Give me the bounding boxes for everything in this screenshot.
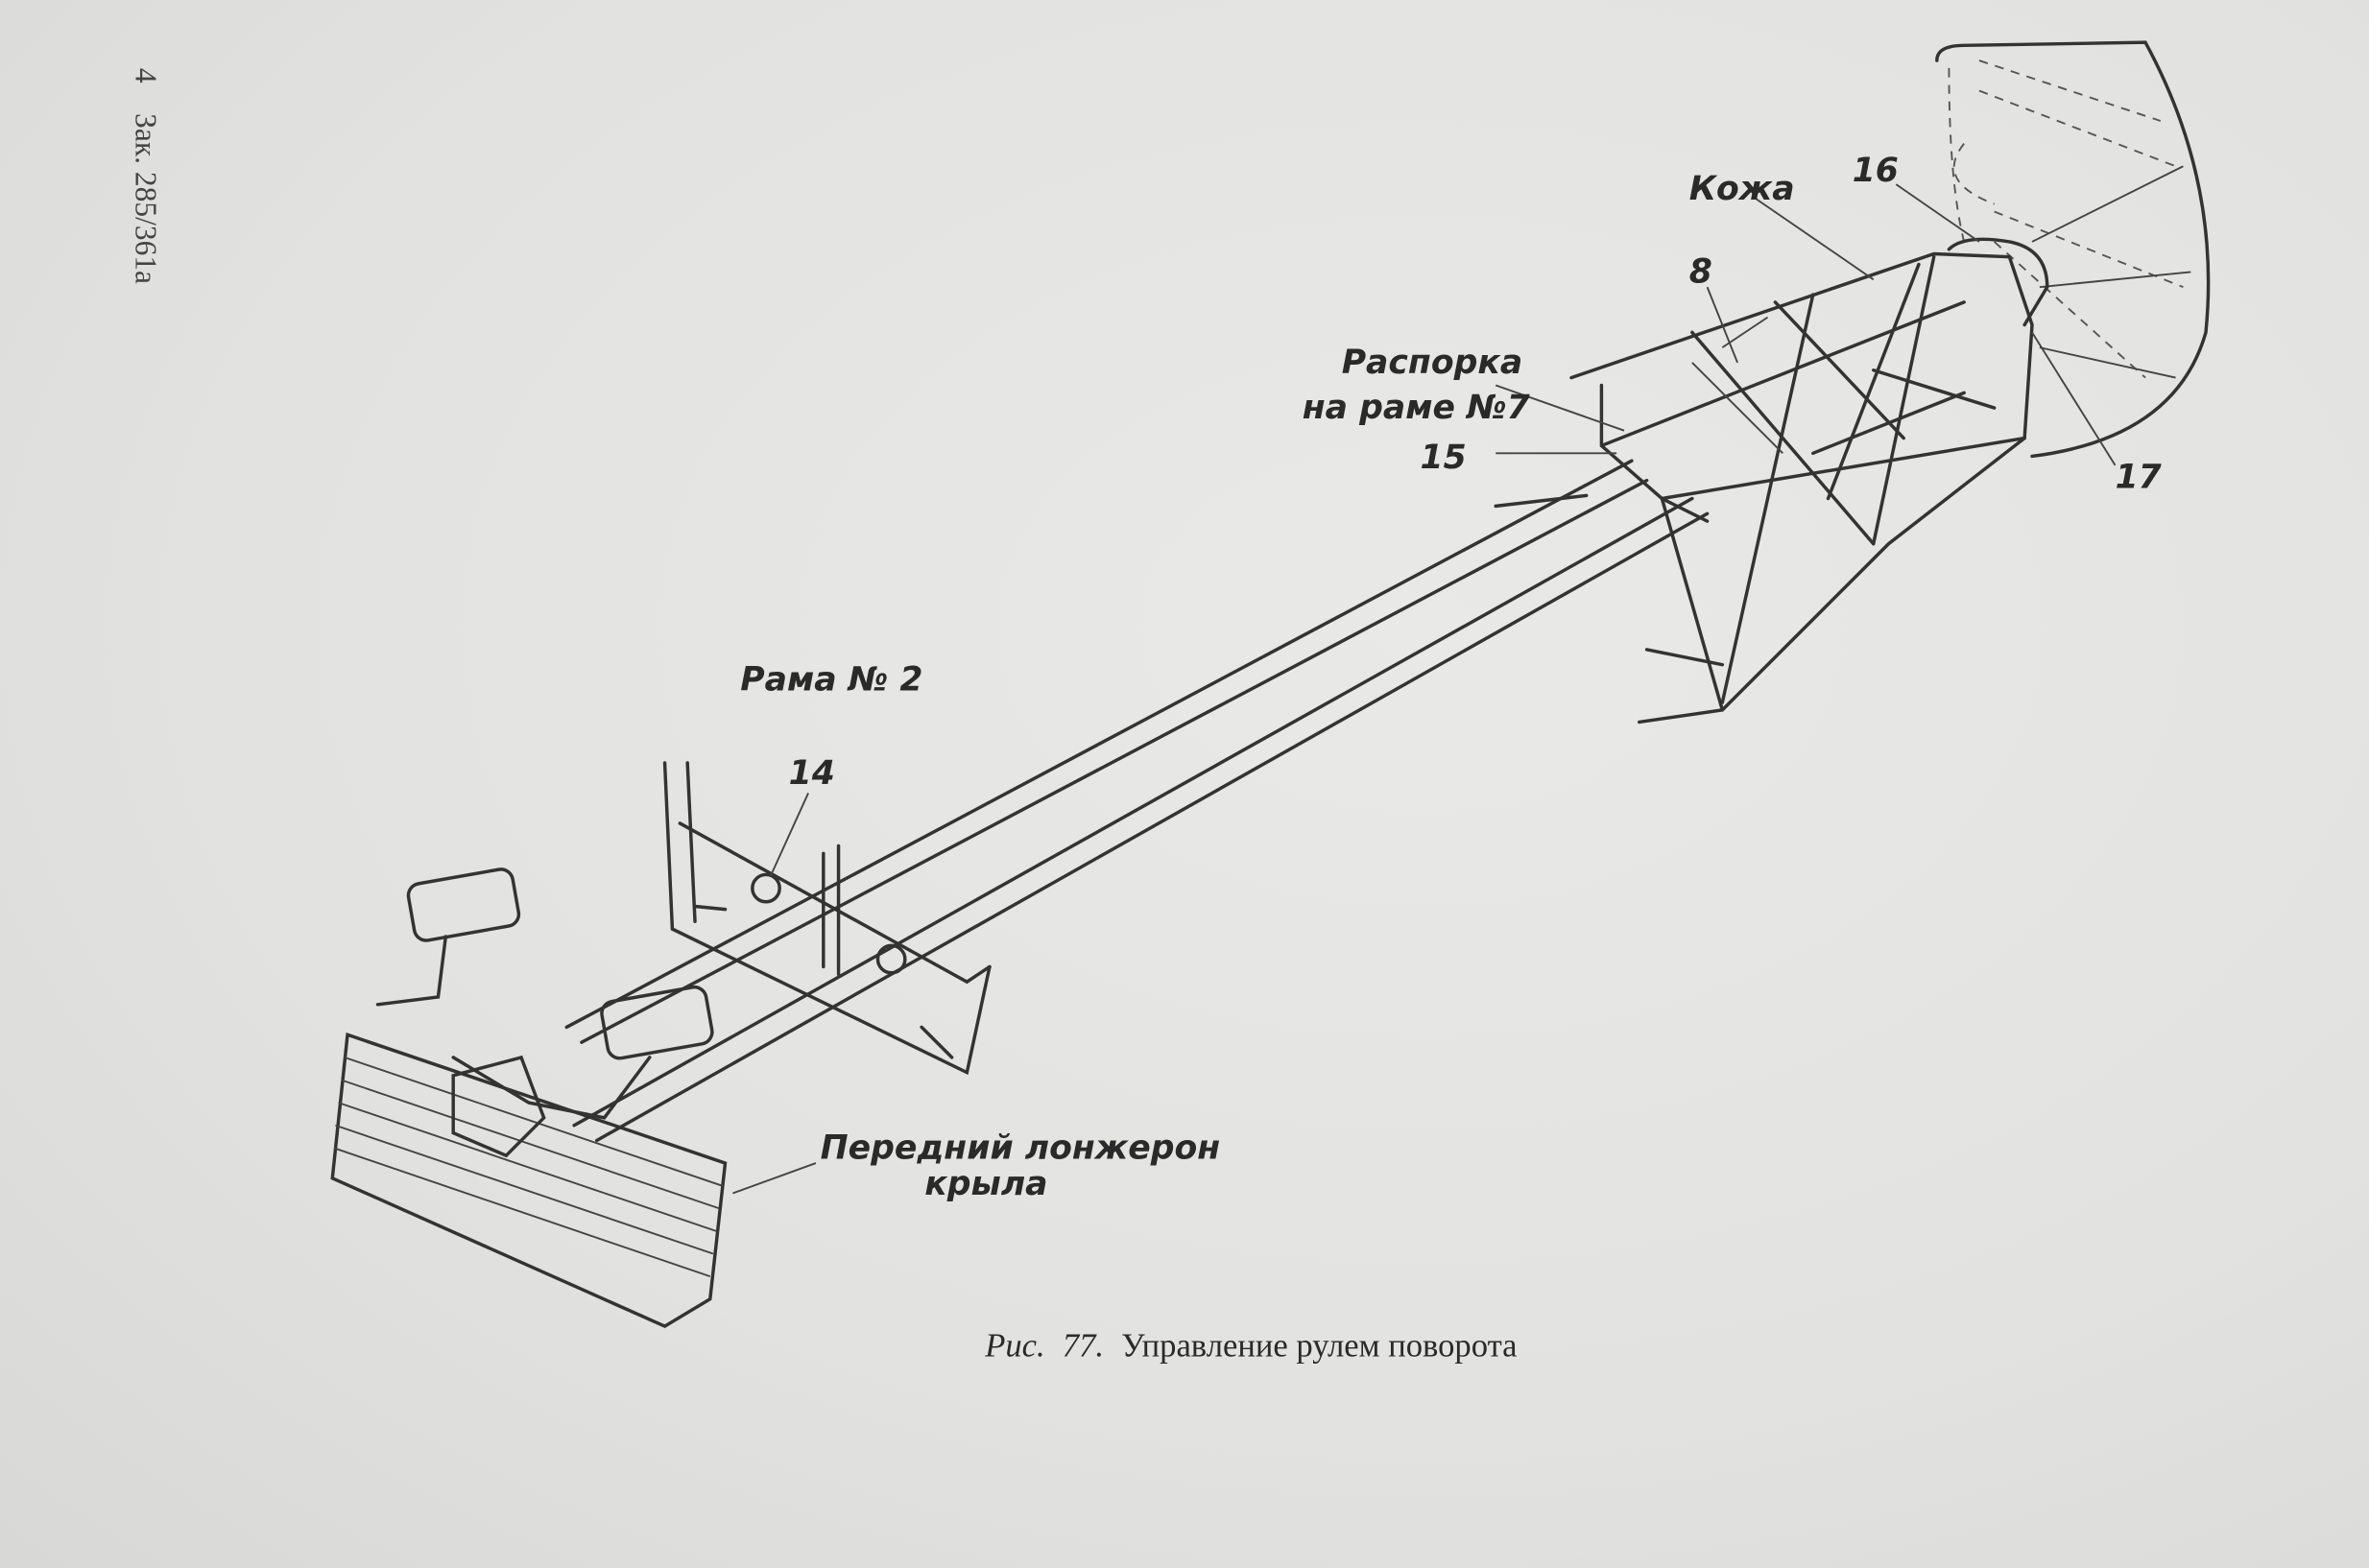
leader-lines	[769, 183, 2117, 877]
caption-text: Управление рулем поворота	[1121, 1328, 1517, 1365]
wing-front-spar	[330, 1032, 817, 1329]
margin-note: 4 Зак. 285/361а	[130, 68, 163, 284]
label-strut-line1: Распорка	[1342, 344, 1523, 382]
label-spar-line1: Передний лонжерон	[821, 1128, 1221, 1167]
rudder	[1935, 40, 2211, 459]
label-skin: Кожа	[1689, 170, 1795, 208]
pedals	[375, 867, 714, 1120]
frame-no-2	[662, 761, 992, 1076]
page-number: 4	[130, 68, 163, 83]
control-cables	[564, 459, 1710, 1143]
label-14: 14	[789, 754, 835, 793]
caption-number: 77.	[1063, 1328, 1104, 1365]
label-spar-line2: крыла	[924, 1165, 1047, 1203]
fuselage-frame	[1494, 237, 2049, 725]
label-8: 8	[1689, 252, 1712, 291]
figure-caption: Рис. 77. Управление рулем поворота	[984, 1328, 1517, 1365]
label-frame-2: Рама № 2	[740, 660, 922, 699]
label-strut-line2: на раме №7	[1303, 389, 1531, 427]
label-16: 16	[1853, 152, 1899, 190]
caption-prefix: Рис.	[984, 1328, 1044, 1365]
label-17: 17	[2116, 458, 2163, 496]
label-15: 15	[1421, 439, 1467, 477]
order-number: Зак. 285/361а	[130, 113, 163, 284]
